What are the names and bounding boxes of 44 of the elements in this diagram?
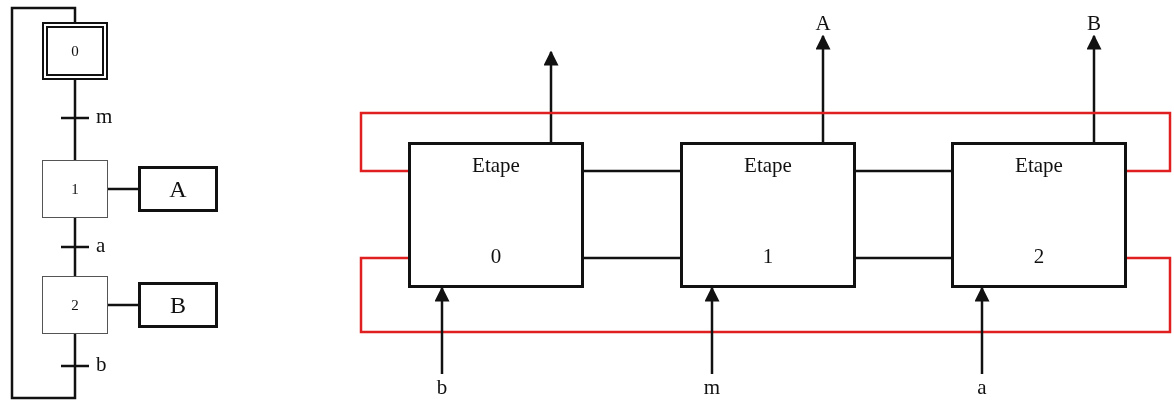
connector-line xyxy=(108,303,138,307)
connector-line xyxy=(856,256,951,260)
arrow xyxy=(1086,34,1102,142)
transition-link xyxy=(59,78,91,162)
output-label: A xyxy=(812,10,834,36)
connector-line xyxy=(108,187,138,191)
stage-block xyxy=(408,142,584,288)
input-label: b xyxy=(432,374,452,400)
stage-block xyxy=(951,142,1127,288)
connector-line xyxy=(584,169,680,173)
arrow xyxy=(704,286,720,374)
arrow xyxy=(815,34,831,142)
transition-condition: a xyxy=(96,235,106,256)
connector-line xyxy=(856,169,951,173)
stage-text: 1 xyxy=(762,244,774,269)
connector-line xyxy=(584,256,680,260)
transition-link xyxy=(59,216,91,278)
transition-condition: m xyxy=(96,106,113,127)
loop-connector xyxy=(359,256,1172,334)
input-label: a xyxy=(972,374,992,400)
arrow xyxy=(434,286,450,374)
stage-text: Etape xyxy=(744,153,792,178)
action-letter: B xyxy=(170,291,186,319)
stage-text: Etape xyxy=(472,153,520,178)
step-number: 0 xyxy=(71,42,79,60)
stage-block xyxy=(680,142,856,288)
stage-text: 2 xyxy=(1033,244,1045,269)
step-number: 2 xyxy=(71,296,79,314)
arrow xyxy=(974,286,990,374)
action-letter: A xyxy=(169,175,187,203)
output-label: B xyxy=(1083,10,1105,36)
arrow xyxy=(543,50,559,142)
input-label: m xyxy=(701,374,723,400)
step-number: 1 xyxy=(71,180,79,198)
initial-step-box xyxy=(42,22,108,80)
action-box xyxy=(138,166,218,212)
transition-condition: b xyxy=(96,354,107,375)
step-box xyxy=(42,276,108,334)
step-box xyxy=(42,160,108,218)
action-box xyxy=(138,282,218,328)
transition-link xyxy=(10,6,91,400)
stage-text: 0 xyxy=(490,244,502,269)
stage-text: Etape xyxy=(1015,153,1063,178)
loop-connector xyxy=(359,111,1172,173)
